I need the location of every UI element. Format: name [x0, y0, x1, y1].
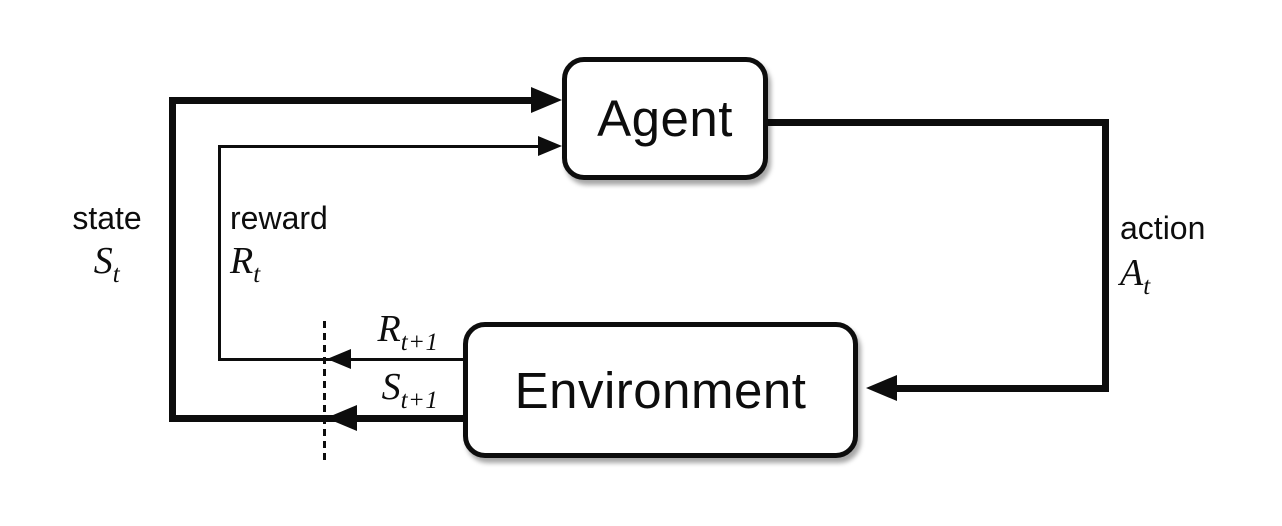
- state-word: state: [72, 200, 142, 236]
- action-symbol: At: [1120, 251, 1151, 300]
- agent-node: Agent: [562, 57, 768, 180]
- state-symbol: St: [93, 239, 121, 288]
- state-signal-label: state St: [52, 200, 162, 288]
- action-line-bottom-segment: [897, 385, 1109, 392]
- reward-line-vertical-segment: [218, 145, 221, 361]
- reward-line-top-segment: [218, 145, 540, 148]
- action-line-vertical-segment: [1102, 119, 1109, 392]
- next-reward-arrowhead-icon: [327, 349, 351, 369]
- reward-word: reward: [230, 200, 328, 236]
- time-step-boundary-dashed-line: [323, 321, 326, 461]
- action-line-top-segment: [763, 119, 1109, 126]
- environment-node-label: Environment: [514, 361, 807, 419]
- action-signal-label: action At: [1120, 210, 1250, 300]
- state-arrowhead-icon: [531, 87, 562, 113]
- reward-symbol: Rt: [230, 239, 261, 288]
- next-reward-symbol: Rt+1: [377, 308, 439, 356]
- state-line-top-segment: [169, 97, 535, 104]
- next-state-symbol: St+1: [381, 366, 439, 414]
- action-word: action: [1120, 210, 1206, 246]
- agent-node-label: Agent: [597, 90, 733, 147]
- reward-arrowhead-icon: [538, 136, 562, 156]
- next-state-arrowhead-icon: [326, 405, 357, 431]
- action-arrowhead-icon: [866, 375, 897, 401]
- state-line-bottom-segment: [169, 415, 465, 422]
- environment-node: Environment: [463, 322, 858, 458]
- state-line-vertical-segment: [169, 97, 176, 422]
- reward-signal-label: reward Rt: [230, 200, 360, 288]
